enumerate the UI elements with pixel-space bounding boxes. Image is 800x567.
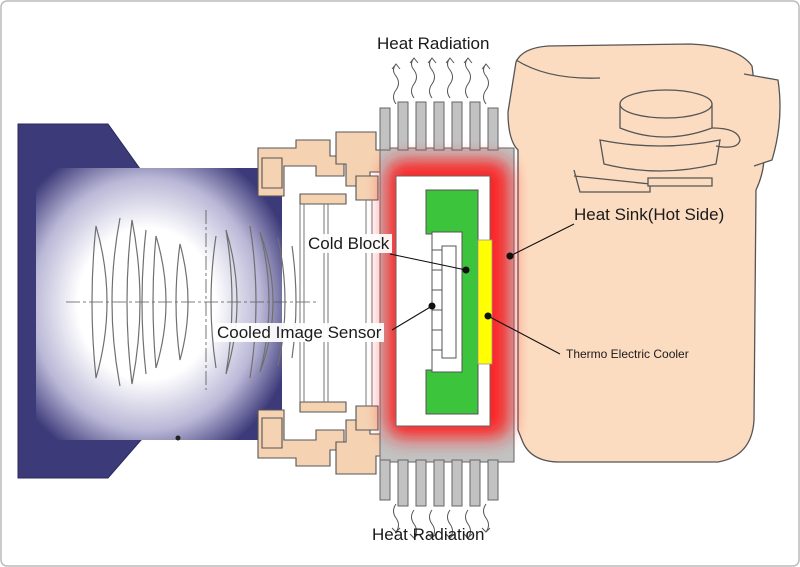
lens-barrel xyxy=(17,123,318,479)
heat-radiation-bottom-label: Heat Radiation xyxy=(372,525,485,544)
camera-body xyxy=(507,43,781,463)
wavy-arrow-icon xyxy=(409,509,419,539)
heat-radiation-top-label: Heat Radiation xyxy=(377,34,490,53)
wavy-arrow-icon xyxy=(427,57,437,99)
image-sensor xyxy=(431,231,463,373)
wavy-arrow-icon xyxy=(391,63,401,105)
heat-radiation-arrows-top xyxy=(391,57,491,105)
wavy-arrow-icon xyxy=(391,503,401,533)
cooled-image-sensor-label: Cooled Image Sensor xyxy=(214,323,385,342)
wavy-arrow-icon xyxy=(481,63,491,105)
leader-lines xyxy=(389,223,575,355)
lens-mount-bottom xyxy=(257,401,397,475)
heat-sink-label: Heat Sink(Hot Side) xyxy=(574,205,725,224)
wavy-arrow-icon xyxy=(445,509,455,539)
wavy-arrow-icon xyxy=(409,57,419,99)
wavy-arrow-icon xyxy=(427,509,437,539)
thermo-electric-cooler xyxy=(477,239,493,365)
cold-block-label: Cold Block xyxy=(305,234,393,253)
wavy-arrow-icon xyxy=(463,509,473,539)
heat-radiation-arrows-bottom xyxy=(391,503,491,539)
wavy-arrow-icon xyxy=(481,503,491,533)
wavy-arrow-icon xyxy=(463,57,473,99)
lens-mount-top xyxy=(257,131,397,205)
wavy-arrow-icon xyxy=(445,57,455,99)
thermo-electric-cooler-label: Thermo Electric Cooler xyxy=(566,347,689,361)
